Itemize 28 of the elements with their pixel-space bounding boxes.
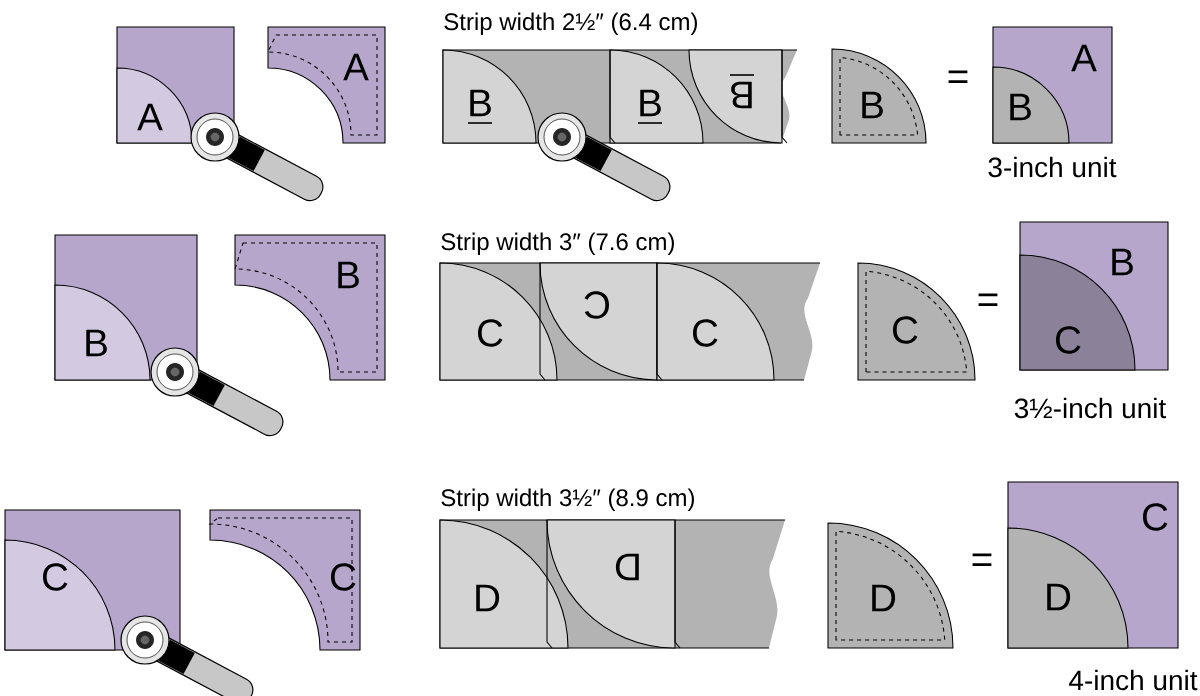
equals-sign: = (948, 70, 968, 83)
quarter-circle-piece: B (609, 49, 704, 144)
quarter-circle-piece: C (439, 262, 558, 381)
cut-fabric-piece: B (234, 234, 386, 381)
node-label: Strip width 3½″ (8.9 cm) (441, 488, 694, 511)
fabric-square: A (116, 26, 235, 144)
unit-size-label: 4-inch unit (1069, 669, 1198, 691)
quarter-circle-piece: B (442, 49, 537, 144)
quarter-circle-piece: C (857, 262, 976, 381)
cut-fabric-piece: C (209, 509, 361, 651)
quarter-circle-piece: B (992, 66, 1070, 144)
fabric-square: B (54, 234, 198, 381)
quarter-circle-piece: D (827, 522, 954, 649)
equals-sign: = (972, 553, 992, 566)
fabric-square: C (4, 509, 181, 651)
quarter-circle-piece: C (539, 262, 658, 381)
node-label: Strip width 3″ (7.6 cm) (441, 232, 674, 255)
unit-size-label: 3½-inch unit (1014, 397, 1166, 419)
equals-sign: = (978, 293, 998, 306)
quarter-circle-piece: B (688, 49, 783, 144)
quarter-circle-piece: B (831, 48, 927, 144)
quarter-circle-piece: D (1007, 527, 1129, 649)
node-label: Strip width 2½″ (6.4 cm) (444, 12, 697, 35)
quarter-circle-piece: D (546, 519, 676, 649)
unit-size-label: 3-inch unit (988, 156, 1117, 178)
quarter-circle-piece: D (439, 519, 569, 649)
quarter-circle-piece: C (656, 262, 775, 381)
cut-fabric-piece: A (267, 26, 386, 144)
